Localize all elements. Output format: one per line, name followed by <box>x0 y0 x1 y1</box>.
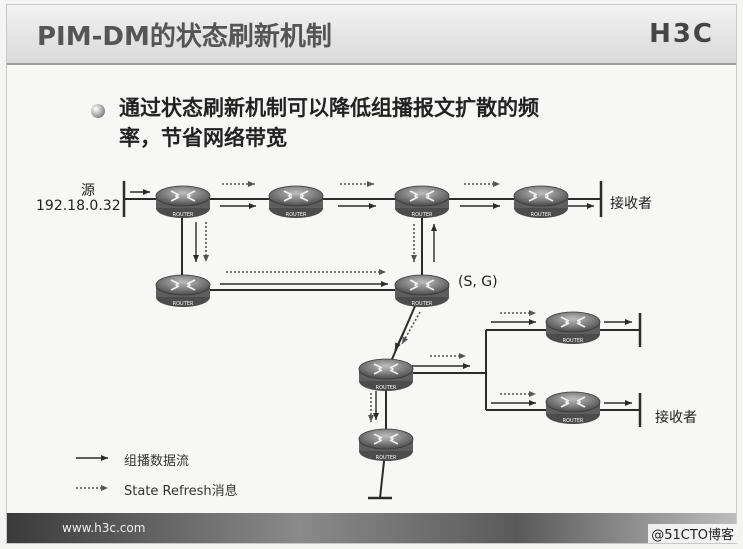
svg-text:ROUTER: ROUTER <box>376 455 397 461</box>
state-refresh-arrows <box>203 181 536 422</box>
legend-state-refresh: State Refresh消息 <box>124 484 238 499</box>
legend-data-flow: 组播数据流 <box>124 454 190 469</box>
svg-text:ROUTER: ROUTER <box>531 212 552 218</box>
bullet-icon <box>91 104 105 118</box>
legend-markers <box>76 455 108 491</box>
router-icon: ROUTER <box>394 274 450 308</box>
svg-text:ROUTER: ROUTER <box>412 212 433 218</box>
svg-text:ROUTER: ROUTER <box>286 212 307 218</box>
bullet-line-2: 率，节省网络带宽 <box>119 126 287 150</box>
receiver-label-top: 接收者 <box>610 196 652 212</box>
data-flow-arrows <box>130 189 632 420</box>
source-label: 源 <box>81 183 95 199</box>
link-end-bars <box>122 181 642 500</box>
footer-url: www.h3c.com <box>62 521 146 535</box>
router-icon: ROUTER <box>358 358 414 392</box>
title-bar: PIM-DM的状态刷新机制 H3C <box>7 5 736 65</box>
router-icons: ROUTER ROUTER ROUTER ROUTER ROUTER ROUTE… <box>155 185 601 462</box>
router-icon: ROUTER <box>545 391 601 425</box>
svg-text:ROUTER: ROUTER <box>173 301 194 307</box>
router-icon: ROUTER <box>155 274 211 308</box>
router-icon: ROUTER <box>268 185 324 219</box>
svg-text:ROUTER: ROUTER <box>563 418 584 424</box>
bullet-text: 通过状态刷新机制可以降低组播报文扩散的频 率，节省网络带宽 <box>119 93 659 153</box>
router-icon: ROUTER <box>358 428 414 462</box>
router-icon: ROUTER <box>394 185 450 219</box>
svg-text:ROUTER: ROUTER <box>412 301 433 307</box>
source-ip: 192.18.0.32 <box>36 198 121 214</box>
slide-title: PIM-DM的状态刷新机制 <box>37 22 332 52</box>
router-icon: ROUTER <box>513 185 569 219</box>
bullet-line-1: 通过状态刷新机制可以降低组播报文扩散的频 <box>119 96 539 120</box>
h3c-logo: H3C <box>649 19 714 49</box>
router-icon: ROUTER <box>155 185 211 219</box>
svg-text:ROUTER: ROUTER <box>173 212 194 218</box>
receiver-label-bottom: 接收者 <box>655 410 697 426</box>
router-icon: ROUTER <box>545 311 601 345</box>
footer-watermark: @51CTO博客 <box>648 524 737 543</box>
svg-text:ROUTER: ROUTER <box>376 385 397 391</box>
svg-text:ROUTER: ROUTER <box>563 338 584 344</box>
sg-label: (S, G) <box>458 274 498 290</box>
footer-bar: www.h3c.com <box>7 513 736 543</box>
